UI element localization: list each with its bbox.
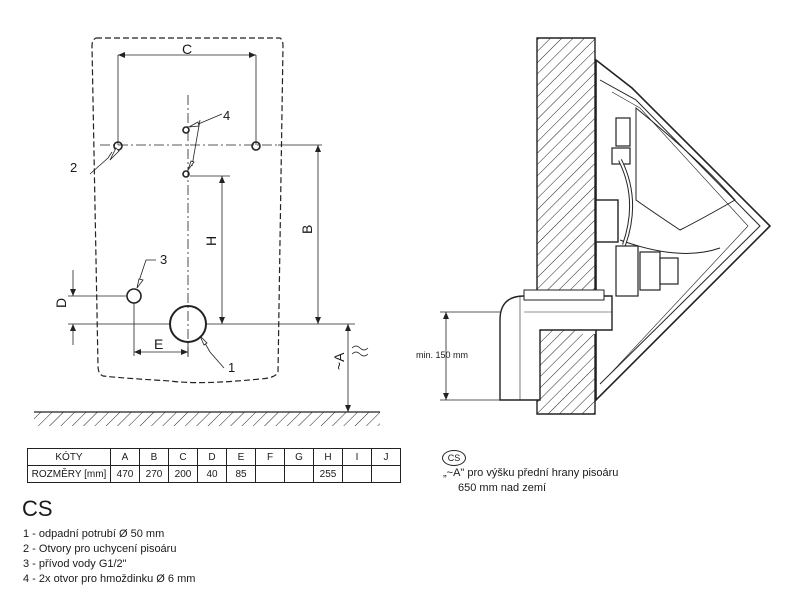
anchor-hole-lower	[182, 170, 190, 178]
callout-3: 3	[160, 252, 167, 267]
label-h: H	[203, 236, 219, 246]
table-cell: 40	[197, 465, 227, 483]
table-cell: H	[313, 448, 343, 466]
table-cell: A	[110, 448, 140, 466]
anchor-hole-upper	[182, 126, 190, 134]
front-view	[34, 37, 380, 426]
table-cell: B	[139, 448, 169, 466]
table-cell: J	[371, 448, 401, 466]
table-cell: C	[168, 448, 198, 466]
note-badge: CS	[442, 450, 466, 466]
note-line-2: 650 mm nad zemí	[458, 482, 547, 494]
table-cell: E	[226, 448, 256, 466]
table-head-cell: ROZMĚRY [mm]	[27, 465, 111, 483]
table-cell	[255, 465, 285, 483]
flush-control-box	[595, 199, 619, 243]
table-cell: G	[284, 448, 314, 466]
label-e: E	[154, 336, 163, 352]
legend-item: 3 - přívod vody G1/2"	[23, 558, 127, 570]
table-cell: 270	[139, 465, 169, 483]
table-cell: 470	[110, 465, 140, 483]
table-head-cell: KÓTY	[27, 448, 111, 466]
label-a: ~A	[331, 352, 347, 370]
water-inlet-hole	[126, 288, 142, 304]
table-row: KÓTY A B C D E F G H I J	[27, 448, 401, 466]
table-cell: 85	[226, 465, 256, 483]
dimension-table: KÓTY A B C D E F G H I J ROZMĚRY [mm] 47…	[27, 448, 401, 483]
table-cell	[342, 465, 372, 483]
table-cell	[371, 465, 401, 483]
min-height-label: min. 150 mm	[416, 350, 468, 360]
waste-pipe	[499, 295, 613, 401]
table-cell: I	[342, 448, 372, 466]
label-b: B	[299, 225, 315, 234]
callout-1: 1	[228, 360, 235, 375]
table-cell: D	[197, 448, 227, 466]
table-row: ROZMĚRY [mm] 470 270 200 40 85 255	[27, 465, 401, 483]
callout-4: 4	[223, 108, 230, 123]
mount-hole-right	[251, 141, 261, 151]
table-cell: F	[255, 448, 285, 466]
note-line-1: „~A" pro výšku přední hrany pisoáru	[443, 467, 619, 479]
urinal-body	[595, 58, 772, 402]
model-title: CS	[22, 496, 53, 521]
table-cell: 200	[168, 465, 198, 483]
label-d: D	[53, 298, 69, 308]
label-c: C	[182, 41, 192, 57]
legend-item: 1 - odpadní potrubí Ø 50 mm	[23, 528, 165, 540]
table-cell: 255	[313, 465, 343, 483]
table-cell	[284, 465, 314, 483]
urinal-outline	[91, 37, 284, 384]
side-view	[440, 37, 772, 415]
callout-2: 2	[70, 160, 77, 175]
floor-hatch	[34, 412, 380, 426]
legend-item: 4 - 2x otvor pro hmoždinku Ø 6 mm	[23, 573, 196, 585]
wall-hatch	[536, 37, 596, 415]
legend: 1 - odpadní potrubí Ø 50 mm 2 - Otvory p…	[23, 527, 195, 587]
legend-item: 2 - Otvory pro uchycení pisoáru	[23, 543, 177, 555]
